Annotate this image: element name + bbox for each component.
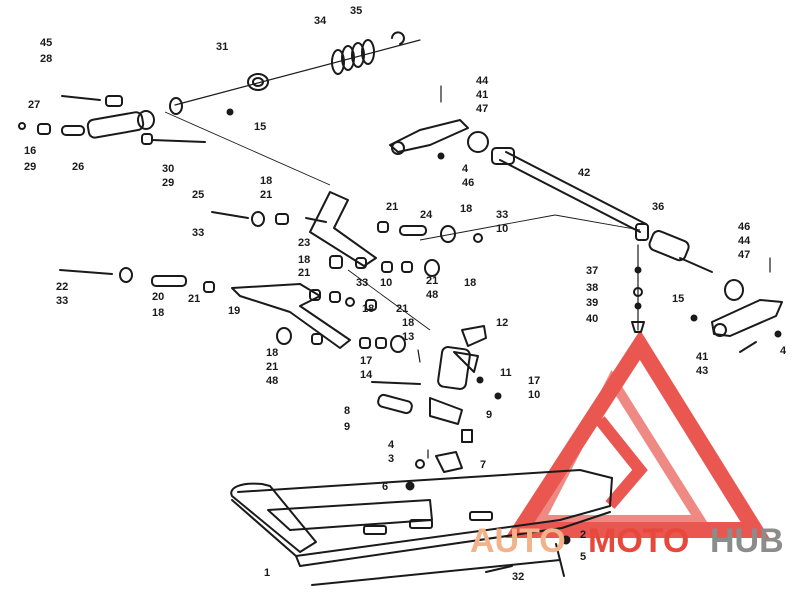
- ski-saddle-hardware: [405, 449, 463, 491]
- callout-number: 14: [360, 369, 373, 381]
- callout-number: 44: [738, 235, 751, 247]
- callout-number: 33: [356, 277, 368, 289]
- watermark-text: AUTO MOTO HUB: [470, 522, 784, 560]
- callout-number: 18: [152, 307, 164, 319]
- callout-number: 22: [56, 281, 68, 293]
- callout-number: 21: [386, 201, 398, 213]
- callout-number: 35: [350, 5, 362, 17]
- callout-number: 33: [56, 295, 68, 307]
- callout-number: 25: [192, 189, 204, 201]
- callout-number: 10: [528, 389, 540, 401]
- callout-number: 29: [24, 161, 36, 173]
- callout-number: 44: [476, 75, 489, 87]
- callout-number: 21: [188, 293, 200, 305]
- watermark-text-auto: AUTO: [470, 522, 566, 560]
- callout-number: 6: [382, 481, 388, 493]
- upper-a-arm: [211, 191, 483, 331]
- ski-spindle: [371, 325, 502, 443]
- callout-number: 9: [486, 409, 492, 421]
- callout-number: 45: [40, 37, 52, 49]
- callout-number: 4: [780, 345, 787, 357]
- callout-number: 18: [402, 317, 414, 329]
- callout-number: 21: [426, 275, 438, 287]
- callout-number: 48: [426, 289, 438, 301]
- spring-icon: [331, 39, 375, 75]
- callout-number: 4: [462, 163, 469, 175]
- callout-number: 32: [512, 571, 524, 583]
- callout-number: 46: [462, 177, 474, 189]
- steering-tie-rod-assembly: [389, 85, 783, 353]
- callout-number: 17: [528, 375, 540, 387]
- callout-number: 8: [344, 405, 350, 417]
- callout-number: 27: [28, 99, 40, 111]
- callout-number: 34: [314, 15, 327, 27]
- callout-number: 16: [24, 145, 36, 157]
- watermark-logo-icon: [505, 330, 770, 538]
- callout-number: 21: [396, 303, 408, 315]
- callout-number: 15: [254, 121, 266, 133]
- callout-number: 10: [380, 277, 392, 289]
- callout-number: 5: [580, 551, 586, 563]
- callout-number: 33: [192, 227, 204, 239]
- callout-number: 21: [260, 189, 272, 201]
- callout-number: 21: [266, 361, 278, 373]
- callout-number: 23: [298, 237, 310, 249]
- callout-number: 11: [500, 367, 512, 379]
- callout-number: 18: [298, 254, 310, 266]
- callout-number: 18: [464, 277, 476, 289]
- callout-number: 48: [266, 375, 278, 387]
- callout-number: 33: [496, 209, 508, 221]
- callout-number: 17: [360, 355, 372, 367]
- callout-number: 38: [586, 282, 598, 294]
- callout-number: 9: [344, 421, 350, 433]
- callout-number: 2: [580, 529, 586, 541]
- callout-number: 26: [72, 161, 84, 173]
- callout-number: 24: [420, 209, 433, 221]
- lower-a-arm: [59, 267, 421, 363]
- callout-number: 18: [460, 203, 472, 215]
- callout-number: 36: [652, 201, 664, 213]
- callout-number: 18: [362, 303, 374, 315]
- callout-number: 31: [216, 41, 228, 53]
- watermark-text-hub: HUB: [710, 522, 784, 560]
- callout-number: 10: [496, 223, 508, 235]
- callout-number: 4: [388, 439, 395, 451]
- upper-shock-assembly: [18, 31, 421, 186]
- callout-number: 29: [162, 177, 174, 189]
- callout-number: 18: [266, 347, 278, 359]
- callout-number: 1: [264, 567, 270, 579]
- callout-number: 47: [476, 103, 488, 115]
- callout-number: 13: [402, 331, 414, 343]
- callout-number: 19: [228, 305, 240, 317]
- callout-number: 42: [578, 167, 590, 179]
- callout-number: 12: [496, 317, 508, 329]
- callout-number: 20: [152, 291, 164, 303]
- callout-number: 37: [586, 265, 598, 277]
- callout-number: 39: [586, 297, 598, 309]
- callout-number: 3: [388, 453, 394, 465]
- callout-number: 41: [476, 89, 488, 101]
- ski: [230, 469, 613, 586]
- watermark-text-moto: MOTO: [588, 522, 689, 560]
- callout-number: 30: [162, 163, 174, 175]
- callout-number: 21: [298, 267, 310, 279]
- callout-number: 43: [696, 365, 708, 377]
- callout-number: 7: [480, 459, 486, 471]
- callout-number: 28: [40, 53, 52, 65]
- callout-number: 41: [696, 351, 708, 363]
- callout-number: 46: [738, 221, 750, 233]
- callout-number: 15: [672, 293, 684, 305]
- callout-number: 18: [260, 175, 272, 187]
- callout-number: 47: [738, 249, 750, 261]
- callout-number: 40: [586, 313, 598, 325]
